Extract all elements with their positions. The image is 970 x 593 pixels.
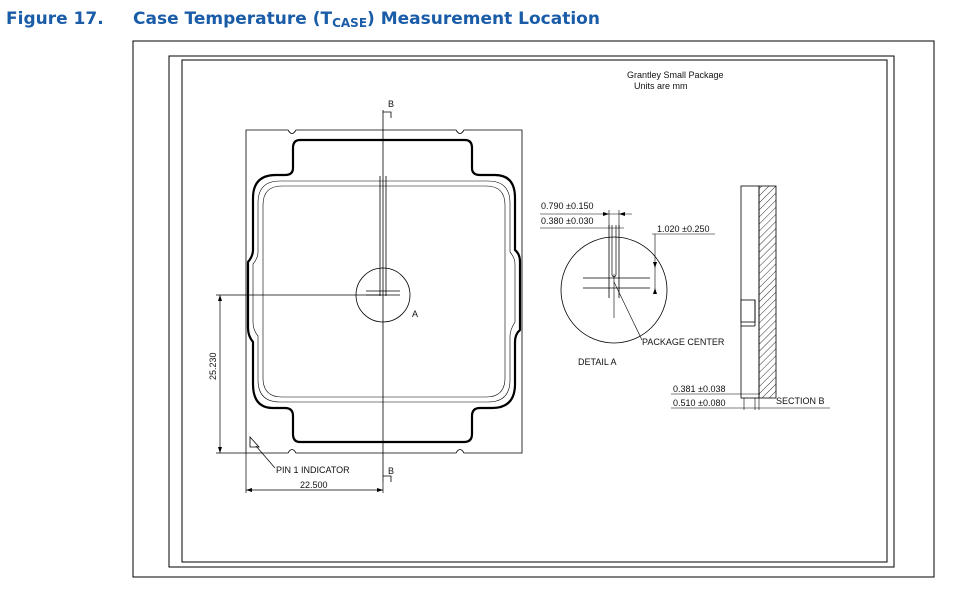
section-b-view xyxy=(671,185,830,410)
drawing-frame-outer xyxy=(168,55,895,568)
vertical-dimension: 25.230 xyxy=(208,352,218,380)
figure-number: Figure 17. xyxy=(6,9,104,29)
section-marker-bottom: B xyxy=(388,466,394,476)
detail-dimension-2: 0.380 ±0.030 xyxy=(541,216,593,226)
package-center-label: PACKAGE CENTER xyxy=(642,337,725,347)
detail-marker: A xyxy=(412,309,418,319)
title-part-1: Case Temperature (T xyxy=(133,9,333,29)
outer-frame xyxy=(132,40,935,578)
drawing-frame-inner xyxy=(181,59,888,563)
figure-title: Case Temperature (TCASE) Measurement Loc… xyxy=(133,9,600,30)
horizontal-dimension: 22.500 xyxy=(300,480,328,490)
title-part-2: ) Measurement Location xyxy=(367,9,600,29)
section-b-label: SECTION B xyxy=(776,396,825,406)
title-subscript: CASE xyxy=(332,16,368,30)
detail-dimension-1: 0.790 ±0.150 xyxy=(541,201,593,211)
section-marker-top: B xyxy=(388,99,394,109)
section-dimension-1: 0.381 ±0.038 xyxy=(673,384,725,394)
pin1-indicator-label: PIN 1 INDICATOR xyxy=(276,465,350,475)
package-top-view xyxy=(216,110,523,493)
section-dimension-2: 0.510 ±0.080 xyxy=(673,398,725,408)
package-note-line2: Units are mm xyxy=(634,81,688,91)
figure-caption: Figure 17. Case Temperature (TCASE) Measu… xyxy=(6,9,600,30)
detail-a-label: DETAIL A xyxy=(578,357,617,367)
detail-a-view xyxy=(540,210,715,344)
detail-dimension-3: 1.020 ±0.250 xyxy=(657,224,709,234)
package-note-line1: Grantley Small Package xyxy=(627,70,724,80)
